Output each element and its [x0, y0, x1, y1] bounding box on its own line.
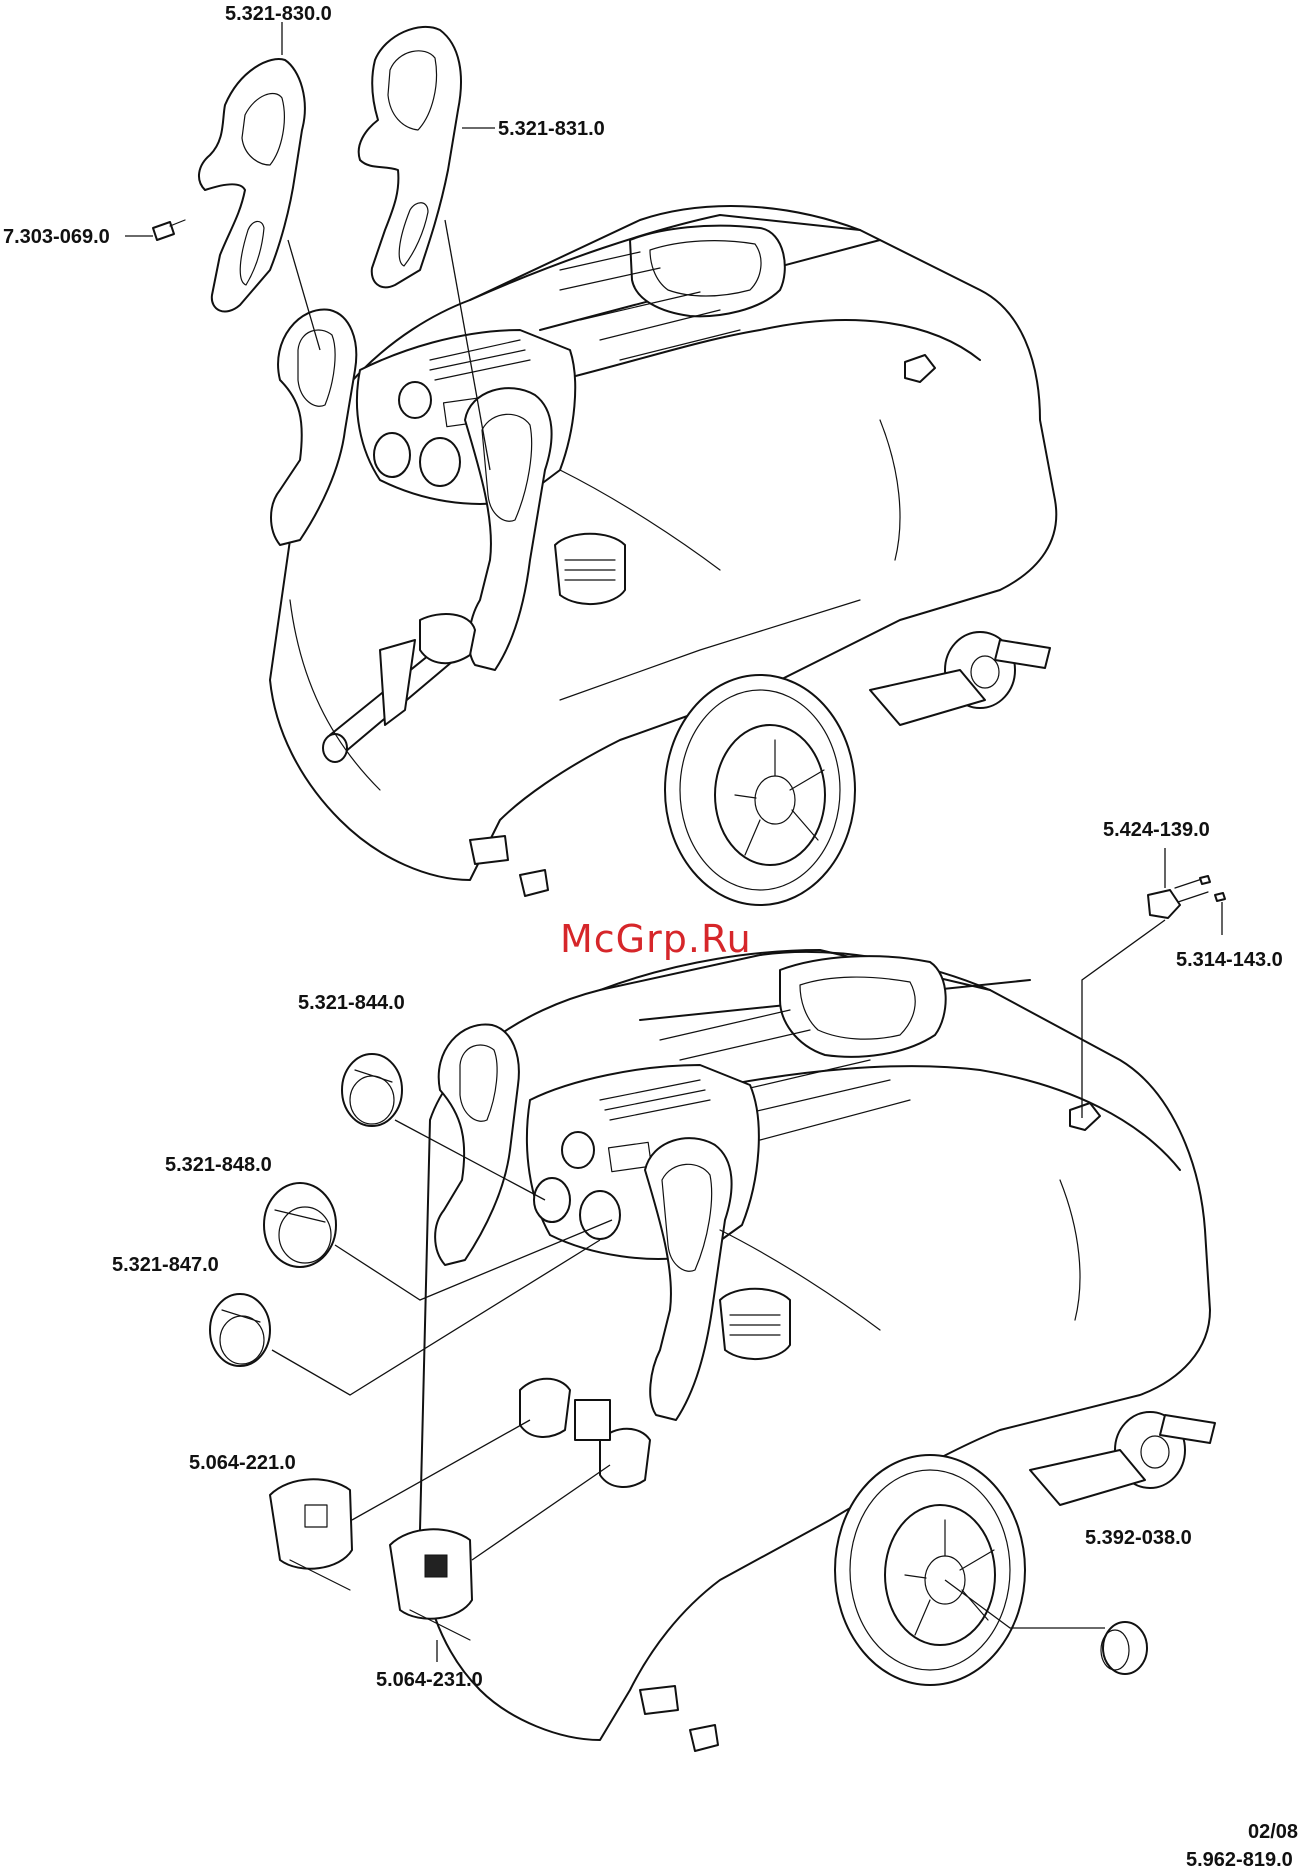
handle-830	[199, 59, 305, 311]
part-label-847: 5.321-847.0	[112, 1255, 219, 1275]
knob-847	[210, 1294, 270, 1366]
part-label-143: 5.314-143.0	[1176, 950, 1283, 970]
machine-bottom	[420, 950, 1215, 1751]
knob-848	[264, 1183, 336, 1267]
part-label-848: 5.321-848.0	[165, 1155, 272, 1175]
part-label-139: 5.424-139.0	[1103, 820, 1210, 840]
handle-831	[359, 27, 461, 287]
part-label-844: 5.321-844.0	[298, 993, 405, 1013]
part-label-038: 5.392-038.0	[1085, 1528, 1192, 1548]
part-label-830: 5.321-830.0	[225, 4, 332, 24]
footer-date: 02/08	[1248, 1822, 1298, 1842]
part-label-221: 5.064-221.0	[189, 1453, 296, 1473]
holder-221	[270, 1479, 352, 1590]
part-label-831: 5.321-831.0	[498, 119, 605, 139]
screw-069	[153, 220, 185, 240]
knob-844	[342, 1054, 402, 1126]
cap-038	[1101, 1622, 1147, 1674]
part-label-231: 5.064-231.0	[376, 1670, 483, 1690]
watermark: McGrp.Ru	[560, 920, 752, 958]
machine-top	[270, 206, 1056, 905]
part-label-069: 7.303-069.0	[3, 227, 110, 247]
latch-139	[1148, 876, 1225, 918]
footer-doc-number: 5.962-819.0	[1186, 1850, 1293, 1870]
